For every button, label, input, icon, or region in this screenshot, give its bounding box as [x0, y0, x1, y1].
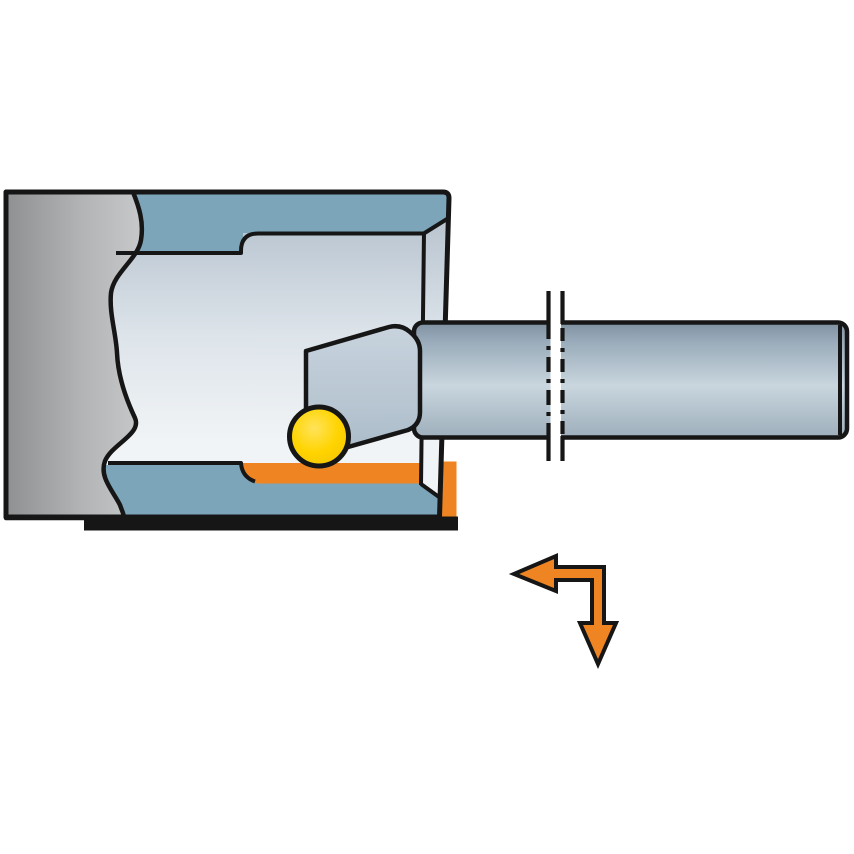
workpiece-outer-gray — [3, 189, 145, 521]
boring-bar — [411, 320, 850, 440]
section-break-lines — [546, 291, 565, 461]
machined-face-highlight — [440, 461, 457, 525]
tool-head-group — [287, 323, 423, 469]
feed-direction-arrows — [508, 552, 620, 669]
feed-arrow-left-down — [508, 552, 620, 669]
round-insert — [287, 404, 351, 469]
boring-bar-shank — [411, 320, 850, 440]
workpiece-bottom-edge — [84, 516, 458, 531]
section-break-gap — [550, 315, 561, 445]
machined-surface-highlight — [241, 463, 424, 484]
